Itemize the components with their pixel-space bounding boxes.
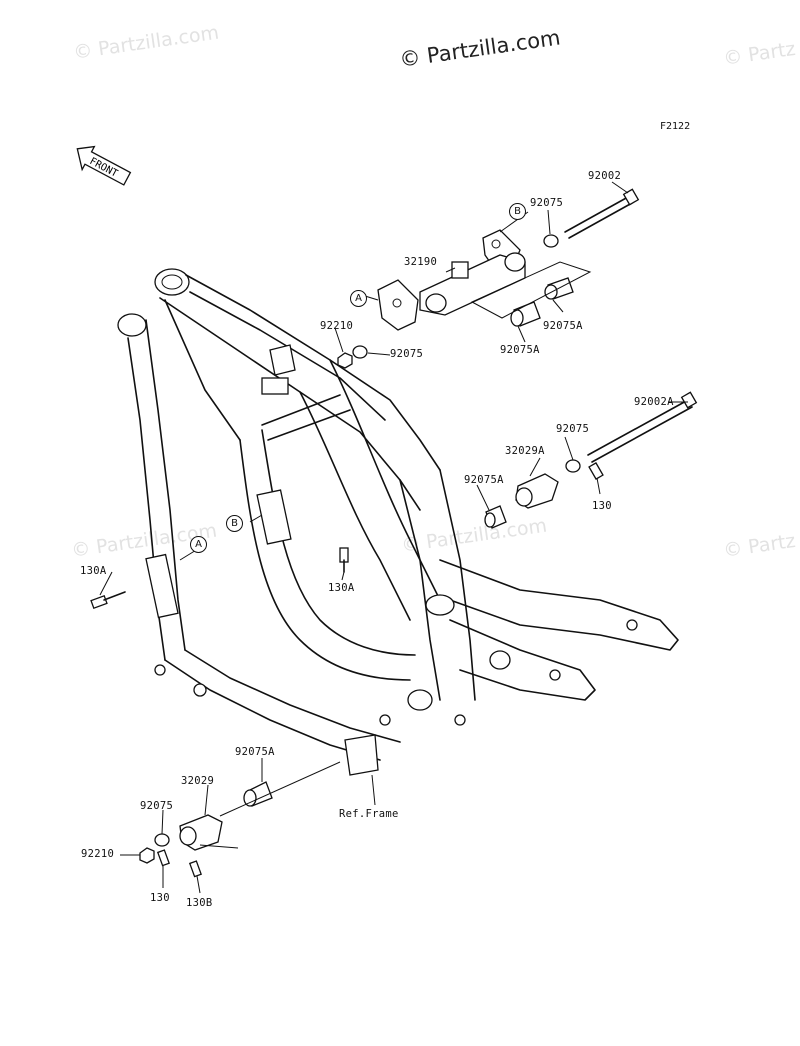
right-mount-assembly: [484, 391, 698, 529]
label-92210-bottom: 92210: [81, 848, 115, 860]
label-92075-bottom: 92075: [140, 800, 174, 812]
bolts-130A: [90, 547, 349, 609]
label-32190: 32190: [404, 256, 438, 268]
label-92210-top: 92210: [320, 320, 354, 332]
motorcycle-frame: [117, 268, 679, 776]
label-92002: 92002: [588, 170, 622, 182]
label-130A-left: 130A: [80, 565, 107, 577]
label-ref-frame: Ref.Frame: [339, 808, 399, 820]
front-arrow: FRONT: [76, 145, 132, 186]
label-92075A-mid: 92075A: [500, 344, 540, 356]
leader-lines: [99, 181, 688, 894]
label-130A-mid: 130A: [328, 582, 355, 594]
label-92075-mid: 92075: [390, 348, 424, 360]
label-32029: 32029: [181, 775, 215, 787]
label-92075A-bottom: 92075A: [235, 746, 275, 758]
label-32029A: 32029A: [505, 445, 545, 457]
label-92075-top: 92075: [530, 197, 564, 209]
label-92075A-right2: 92075A: [464, 474, 504, 486]
label-92075-right: 92075: [556, 423, 590, 435]
label-92075A-right: 92075A: [543, 320, 583, 332]
lower-mount-assembly: [139, 761, 341, 878]
ref-letter-b-top: B: [509, 203, 526, 220]
label-130-bottom: 130: [150, 892, 170, 904]
ref-letter-b-frame: B: [226, 515, 243, 532]
ref-letter-a-top: A: [350, 290, 367, 307]
label-92002A: 92002A: [634, 396, 674, 408]
ref-letter-a-frame: A: [190, 536, 207, 553]
label-130B: 130B: [186, 897, 213, 909]
figure-code: F2122: [660, 121, 691, 132]
label-130-right: 130: [592, 500, 612, 512]
upper-mount-assembly: [337, 188, 640, 369]
